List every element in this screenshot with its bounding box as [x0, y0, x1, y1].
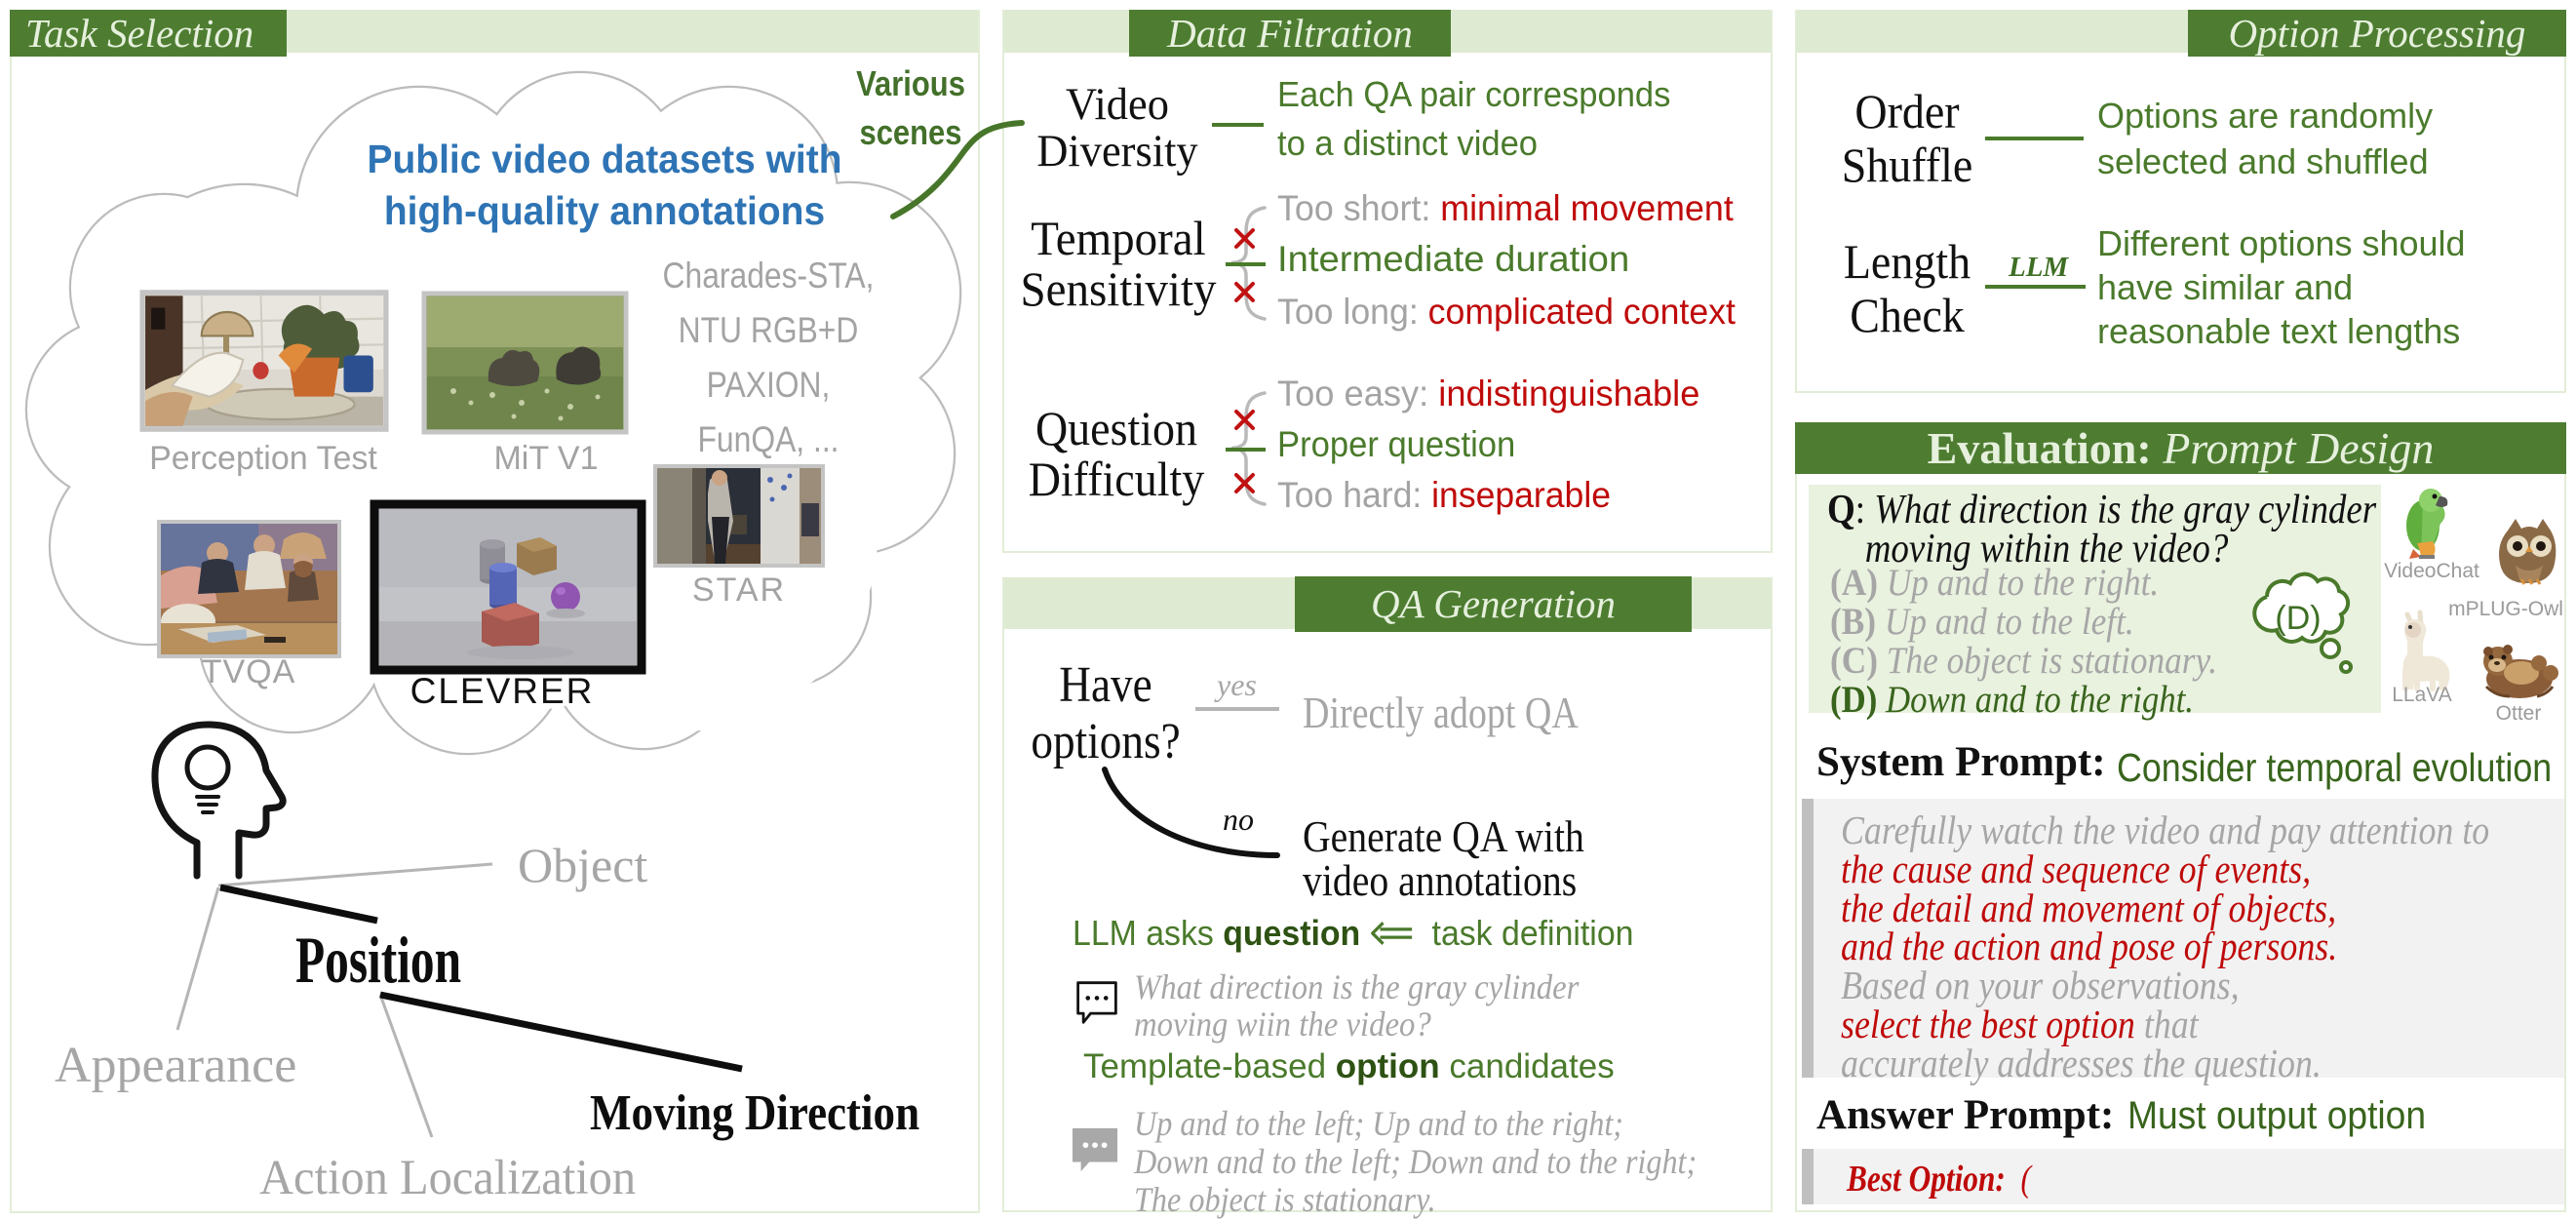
svg-text:(D): (D) [2275, 600, 2321, 637]
